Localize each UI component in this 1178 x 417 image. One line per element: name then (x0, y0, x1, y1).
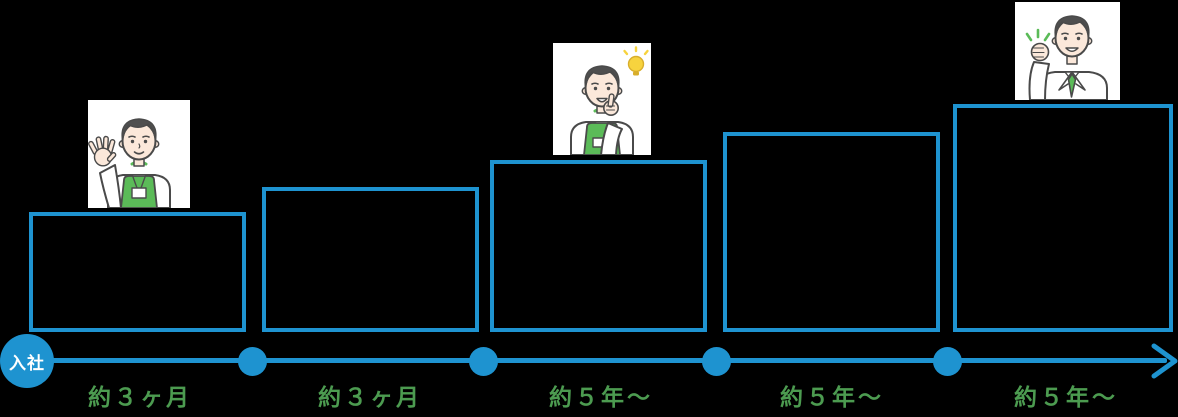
interval-label-3: 約５年〜 (549, 385, 653, 411)
timeline-node-dot (238, 347, 267, 376)
timeline-line (27, 358, 1167, 363)
interval-label-5: 約５年〜 (1014, 385, 1118, 411)
step-box-1 (29, 212, 246, 332)
step-box-5 (953, 104, 1173, 332)
timeline-node-dot (702, 347, 731, 376)
businessman-fist-pump-icon (1015, 2, 1120, 100)
timeline-start-badge: 入社 (0, 334, 54, 388)
clerk-thinking-lightbulb-icon (553, 43, 651, 155)
interval-label-1: 約３ヶ月 (88, 385, 192, 411)
start-label: 入社 (9, 353, 45, 374)
step-box-4 (723, 132, 940, 332)
clerk-waving-icon (88, 100, 190, 208)
step-box-3 (490, 160, 707, 332)
emphasis-marks-icon (1025, 28, 1051, 42)
timeline-node-dot (933, 347, 962, 376)
interval-label-4: 約５年〜 (780, 385, 884, 411)
interval-label-2: 約３ヶ月 (318, 385, 422, 411)
step-box-2 (262, 187, 479, 332)
lightbulb-icon (623, 46, 649, 76)
timeline-arrowhead-icon (1151, 343, 1178, 379)
timeline-node-dot (469, 347, 498, 376)
